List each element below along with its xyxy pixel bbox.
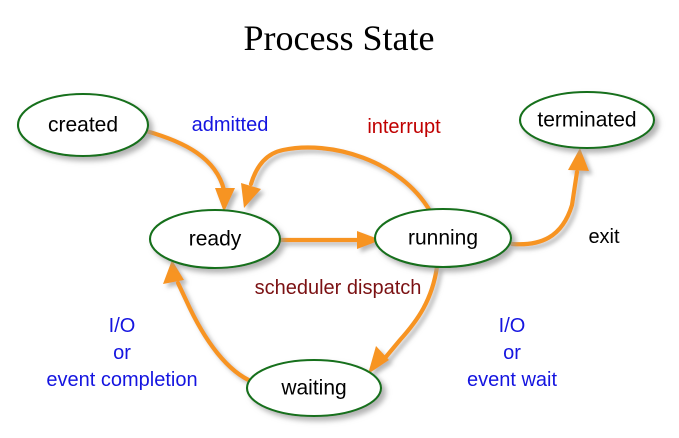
running-ellipse[interactable] — [373, 207, 513, 269]
edge-ready-to-running — [278, 231, 381, 249]
edge-label-io-event-wait-line2: or — [503, 342, 521, 364]
waiting-label: waiting — [280, 377, 346, 400]
terminated-ellipse[interactable] — [518, 90, 656, 150]
edge-label-exit: exit — [588, 226, 620, 248]
arrow-head-scheduler-dispatch — [357, 231, 381, 249]
arrow-head-io-event-completion — [163, 260, 184, 284]
created-label: created — [48, 114, 118, 137]
node-running[interactable]: running — [373, 207, 513, 269]
edge-running-to-ready — [241, 145, 433, 214]
edge-label-io-event-completion-line1: I/O — [109, 315, 136, 337]
edge-path-admitted — [143, 128, 227, 193]
edge-label-interrupt: interrupt — [367, 116, 441, 138]
arrow-head-io-event-wait — [368, 346, 389, 374]
edge-label-io-event-wait-line3: event wait — [467, 369, 557, 391]
edge-label-admitted: admitted — [192, 114, 269, 136]
edge-path-io-event-completion — [175, 280, 256, 385]
edge-label-io-event-completion-line3: event completion — [46, 369, 197, 391]
arrow-head-admitted — [215, 188, 235, 212]
edge-label-io-event-wait-line1: I/O — [499, 315, 526, 337]
terminated-label: terminated — [537, 109, 636, 132]
edge-running-to-waiting — [368, 264, 440, 374]
edge-label-io-event-wait: I/O or event wait — [467, 315, 557, 391]
page-title: Process State — [244, 18, 435, 58]
ready-ellipse[interactable] — [148, 208, 282, 270]
edge-label-io-event-completion: I/O or event completion — [46, 315, 197, 391]
node-created[interactable]: created — [16, 92, 150, 158]
edge-running-to-terminated — [509, 148, 589, 247]
edge-path-io-event-wait — [382, 264, 440, 361]
node-terminated[interactable]: terminated — [518, 90, 656, 150]
edge-label-scheduler-dispatch: scheduler dispatch — [255, 277, 422, 299]
edge-path-exit — [509, 169, 580, 247]
arrow-head-interrupt — [241, 183, 261, 208]
created-ellipse[interactable] — [16, 92, 150, 158]
edge-created-to-ready — [143, 128, 235, 212]
running-label: running — [408, 227, 478, 250]
node-waiting[interactable]: waiting — [245, 358, 383, 418]
waiting-ellipse[interactable] — [245, 358, 383, 418]
edge-label-io-event-completion-line2: or — [113, 342, 131, 364]
edge-path-interrupt — [248, 145, 433, 214]
ready-label: ready — [189, 228, 242, 251]
arrow-head-exit — [568, 148, 589, 171]
edge-waiting-to-ready — [163, 260, 256, 385]
node-ready[interactable]: ready — [148, 208, 282, 270]
